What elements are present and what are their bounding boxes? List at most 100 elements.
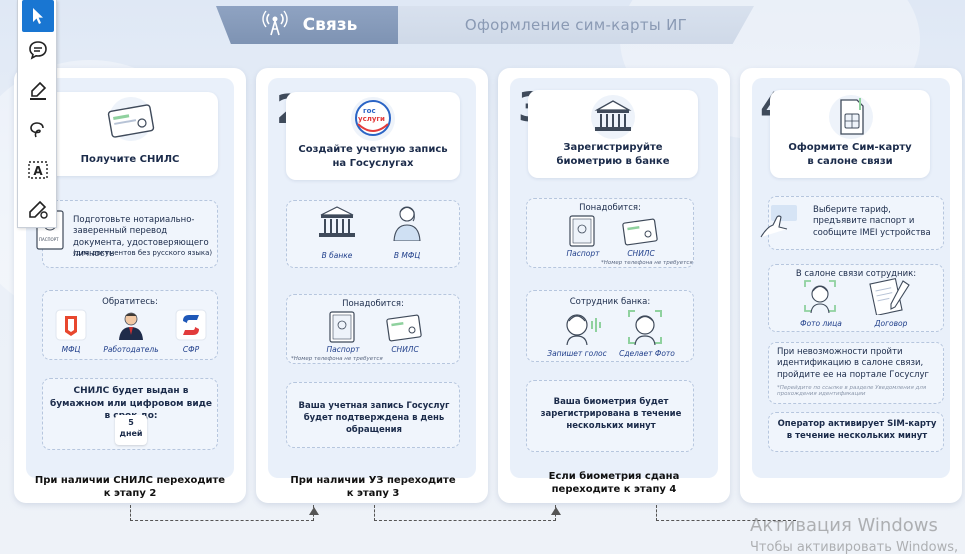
- step-1-contacts-title: Обратитесь:: [102, 297, 158, 307]
- step-3-need-box: Понадобится: Паспорт СНИЛС *Номер телефо…: [526, 198, 694, 268]
- passport-label: ПАСПОРТ: [39, 237, 59, 242]
- gosuslugi-logo-line1: гос: [363, 107, 376, 115]
- pointer-icon[interactable]: [22, 0, 54, 32]
- salon-contract-label: Договор: [874, 319, 908, 328]
- step-4-header: Оформите Сим-карту в салоне связи: [770, 90, 930, 178]
- step-3-footer: Если биометрия сдана переходите к этапу …: [548, 471, 680, 495]
- step-card-3: 3 Зарегистрируйте биометрию в банке Пона…: [498, 68, 730, 503]
- need-passport-label: Паспорт: [566, 249, 600, 258]
- passport-doc-icon: [567, 215, 597, 251]
- need-passport-label: Паспорт: [326, 345, 360, 354]
- step-2-need-box: Понадобится: Паспорт СНИЛС *Номер телефо…: [286, 294, 460, 364]
- phone-hand-icon: [759, 203, 803, 247]
- lasso-icon[interactable]: [22, 114, 54, 146]
- days-word: дней: [119, 429, 143, 439]
- arrow-up-icon: [551, 500, 561, 519]
- contact-mfc-label: МФЦ: [61, 345, 81, 354]
- bank-building-icon: [317, 205, 357, 243]
- step-3-header: Зарегистрируйте биометрию в банке: [528, 90, 698, 178]
- employer-icon: [115, 309, 147, 345]
- staff-photo-label: Сделает Фото: [619, 349, 675, 358]
- place-mfc-label: В МФЦ: [393, 251, 421, 260]
- connector-2-3: [374, 505, 556, 521]
- step-3-title: Зарегистрируйте биометрию в банке: [556, 142, 670, 167]
- step-2-header: гос услуги Создайте учетную запись на Го…: [286, 92, 460, 180]
- step-4-salon-box: В салоне связи сотрудник: Фото лица Дого…: [768, 264, 944, 332]
- comment-icon[interactable]: [22, 34, 54, 66]
- passport-doc-icon: [327, 311, 357, 347]
- step-4-result-text: Оператор активирует SIM-карту в течение …: [777, 419, 937, 441]
- highlighter-icon[interactable]: [22, 74, 54, 106]
- face-photo-icon: [627, 309, 663, 349]
- step-1-document-text: Подготовьте нотариально-заверенный перев…: [73, 215, 209, 260]
- connector-1-2: [130, 505, 314, 521]
- contact-sfr-label: СФР: [182, 345, 200, 354]
- step-1-issued-box: СНИЛС будет выдан в бумажном или цифрово…: [42, 378, 218, 450]
- days-number: 5: [128, 418, 134, 427]
- contract-icon: [869, 277, 913, 319]
- sim-card-icon: [824, 94, 878, 144]
- step-2-need-note: *Номер телефона не требуется: [291, 356, 383, 362]
- step-2-footer: При наличии УЗ переходите к этапу 3: [290, 475, 456, 499]
- bottom-strip: [0, 554, 965, 560]
- tab-sim-card-label: Оформление сим-карты ИГ: [464, 16, 688, 34]
- step-3-need-note: *Номер телефона не требуется: [601, 260, 693, 266]
- snils-doc-icon: [621, 215, 659, 251]
- step-1-document-note: (для документов без русского языка): [73, 249, 213, 257]
- days-badge: 5 дней: [115, 415, 147, 445]
- mfc-logo-icon: [55, 309, 87, 345]
- step-4-tariff-box: Выберите тариф, предъявите паспорт и соо…: [760, 196, 944, 250]
- step-3-staff-box: Сотрудник банка: Запишет голос Сделает Ф…: [526, 290, 694, 362]
- step-2-title: Создайте учетную запись на Госуслугах: [298, 144, 448, 169]
- step-1-contacts-box: Обратитесь: МФЦ Работодатель: [42, 290, 218, 360]
- pen-settings-icon[interactable]: [22, 194, 54, 226]
- place-bank-label: В банке: [321, 251, 353, 260]
- mfc-worker-icon: [389, 203, 425, 245]
- step-1-header: Получите СНИЛС: [42, 92, 218, 176]
- step-2-places-box: В банке В МФЦ: [286, 200, 460, 268]
- text-box-icon[interactable]: A: [22, 154, 54, 186]
- snils-card-icon: [102, 96, 160, 146]
- contact-employer-label: Работодатель: [103, 345, 159, 354]
- step-2-result-box: Ваша учетная запись Госуслуг будет подтв…: [286, 382, 460, 448]
- tab-svyaz-label: Связь: [302, 15, 358, 35]
- step-4-tariff-text: Выберите тариф, предъявите паспорт и соо…: [813, 205, 931, 238]
- step-3-result-text: Ваша биометрия будет зарегистрирована в …: [540, 397, 682, 431]
- need-snils-label: СНИЛС: [391, 345, 419, 354]
- step-1-footer: При наличии СНИЛС переходите к этапу 2: [34, 475, 226, 499]
- tab-sim-card[interactable]: Оформление сим-карты ИГ: [398, 6, 754, 44]
- connector-3-4: [656, 505, 796, 521]
- windows-activation-subtext: Чтобы активировать Windows,: [750, 540, 959, 555]
- step-4-salon-title: В салоне связи сотрудник:: [795, 269, 917, 279]
- annotation-toolbar: A: [17, 0, 57, 228]
- snils-doc-icon: [385, 311, 423, 347]
- bank-icon: [586, 94, 640, 144]
- windows-activation-watermark: Активация Windows: [750, 515, 938, 536]
- sfr-logo-icon: [175, 309, 207, 345]
- step-2-need-title: Понадобится:: [342, 299, 404, 309]
- step-3-staff-title: Сотрудник банка:: [569, 297, 651, 307]
- staff-voice-label: Запишет голос: [547, 349, 607, 358]
- step-2-result-text: Ваша учетная запись Госуслуг будет подтв…: [298, 401, 450, 435]
- antenna-icon: [261, 10, 289, 41]
- gosuslugi-logo-icon: гос услуги: [346, 96, 400, 146]
- tab-svyaz[interactable]: Связь: [216, 6, 402, 44]
- step-4-fail-text: При невозможности пройти идентификацию в…: [777, 347, 929, 380]
- step-4-title: Оформите Сим-карту в салоне связи: [788, 142, 912, 167]
- need-snils-label: СНИЛС: [627, 249, 655, 258]
- gosuslugi-logo-line2: услуги: [358, 115, 385, 123]
- step-4-fail-box: При невозможности пройти идентификацию в…: [768, 342, 944, 404]
- step-4-result-box: Оператор активирует SIM-карту в течение …: [768, 412, 944, 452]
- step-3-need-title: Понадобится:: [579, 203, 641, 213]
- step-3-result-box: Ваша биометрия будет зарегистрирована в …: [526, 380, 694, 452]
- face-photo-icon: [803, 279, 837, 317]
- svg-text:A: A: [33, 164, 43, 178]
- voice-record-icon: [561, 309, 605, 349]
- salon-photo-label: Фото лица: [800, 319, 842, 328]
- step-card-4: 4 Оформите Сим-карту в салоне связи Выбе…: [740, 68, 962, 503]
- step-1-title: Получите СНИЛС: [80, 153, 180, 165]
- step-1-document-box: ПАСПОРТ Подготовьте нотариально-заверенн…: [36, 200, 218, 268]
- arrow-up-icon: [309, 500, 319, 519]
- step-4-fail-note: *Перейдите по ссылке в разделе Уведомлен…: [777, 385, 927, 397]
- step-card-2: 2 гос услуги Создайте учетную запись на …: [256, 68, 488, 503]
